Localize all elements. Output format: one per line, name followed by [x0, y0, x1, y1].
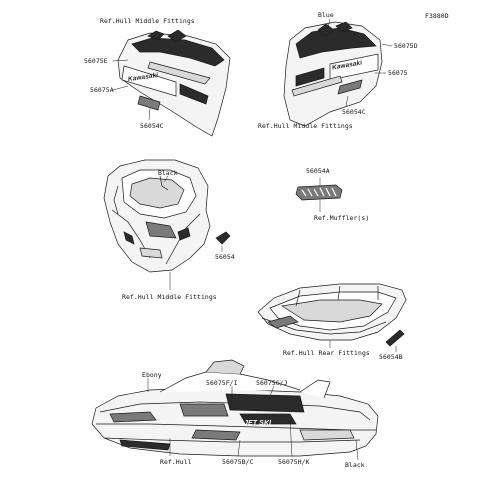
callout-56075: 56075	[388, 69, 408, 77]
callout-ref-hull-middle-fittings-top: Ref.Hull Middle Fittings	[100, 17, 195, 25]
hood-decal-left	[117, 29, 231, 137]
callout-ref-hull-middle-fittings-right: Ref.Hull Middle Fittings	[258, 122, 353, 130]
callout-56054C-left: 56054C	[140, 122, 164, 130]
callout-56075E: 56075E	[84, 57, 108, 65]
callout-56075F-I: 56075F/I	[206, 379, 238, 387]
watercraft-full	[91, 359, 379, 457]
callout-56075A: 56075A	[90, 86, 114, 94]
callout-56075D: 56075D	[394, 42, 418, 50]
callout-black-lower: Black	[345, 461, 365, 469]
hull-middle-section	[103, 159, 211, 273]
callout-ref-hull: Ref.Hull	[160, 458, 192, 466]
callout-blue: Blue	[318, 11, 334, 19]
callout-56054: 56054	[215, 253, 235, 261]
callout-56075G-J: 56075G/J	[256, 379, 288, 387]
label-56054B-part	[385, 329, 405, 347]
callout-56054B: 56054B	[379, 353, 403, 361]
diagram-code: F3880D	[425, 12, 449, 20]
callout-ref-hull-middle-fittings-mid: Ref.Hull Middle Fittings	[122, 293, 217, 301]
callout-56054C-right: 56054C	[342, 108, 366, 116]
hood-decal-right	[283, 21, 383, 127]
jetski-logo: JET SKI	[244, 420, 272, 427]
callout-ebony: Ebony	[142, 371, 162, 379]
callout-black-upper: Black	[158, 169, 178, 177]
leader-lines	[112, 18, 397, 461]
callout-ref-muffler: Ref.Muffler(s)	[314, 214, 370, 222]
hull-rear-section	[257, 283, 407, 341]
callout-56075H-K: 56075H/K	[278, 458, 310, 466]
label-56054-part	[215, 231, 231, 245]
callout-56054A: 56054A	[306, 167, 330, 175]
callout-56075B-C: 56075B/C	[222, 458, 254, 466]
muffler-sticker	[295, 184, 343, 201]
callout-ref-hull-rear-fittings: Ref.Hull Rear Fittings	[283, 349, 370, 357]
